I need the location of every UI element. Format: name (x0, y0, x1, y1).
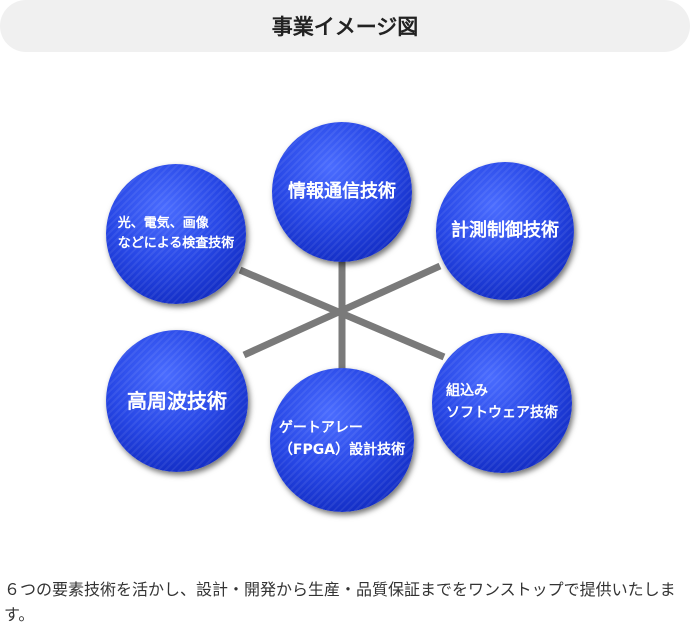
node-gate-array: ゲートアレー （FPGA）設計技術 (270, 368, 414, 512)
node-measurement-control: 計測制御技術 (436, 162, 574, 300)
node-gate-array-label: ゲートアレー （FPGA）設計技術 (278, 420, 406, 458)
node-info-comm-label: 情報通信技術 (288, 181, 396, 203)
page-title-text: 事業イメージ図 (271, 15, 419, 39)
connector-diag-b (242, 262, 442, 359)
connector-lines (238, 255, 446, 372)
node-info-comm: 情報通信技術 (272, 122, 412, 262)
node-high-frequency-label: 高周波技術 (127, 388, 227, 413)
node-inspection-label: 光、電気、画像 などによる検査技術 (117, 215, 235, 251)
node-high-frequency: 高周波技術 (106, 330, 248, 472)
node-embedded-software-label: 組込み ソフトウェア技術 (446, 383, 558, 421)
node-measurement-control-label: 計測制御技術 (451, 220, 559, 242)
page-title: 事業イメージ図 (0, 0, 690, 52)
node-inspection: 光、電気、画像 などによる検査技術 (106, 164, 246, 304)
footer-description: ６つの要素技術を活かし、設計・開発から生産・品質保証までをワンストップで提供いた… (4, 580, 676, 624)
node-embedded-software: 組込み ソフトウェア技術 (432, 333, 572, 473)
